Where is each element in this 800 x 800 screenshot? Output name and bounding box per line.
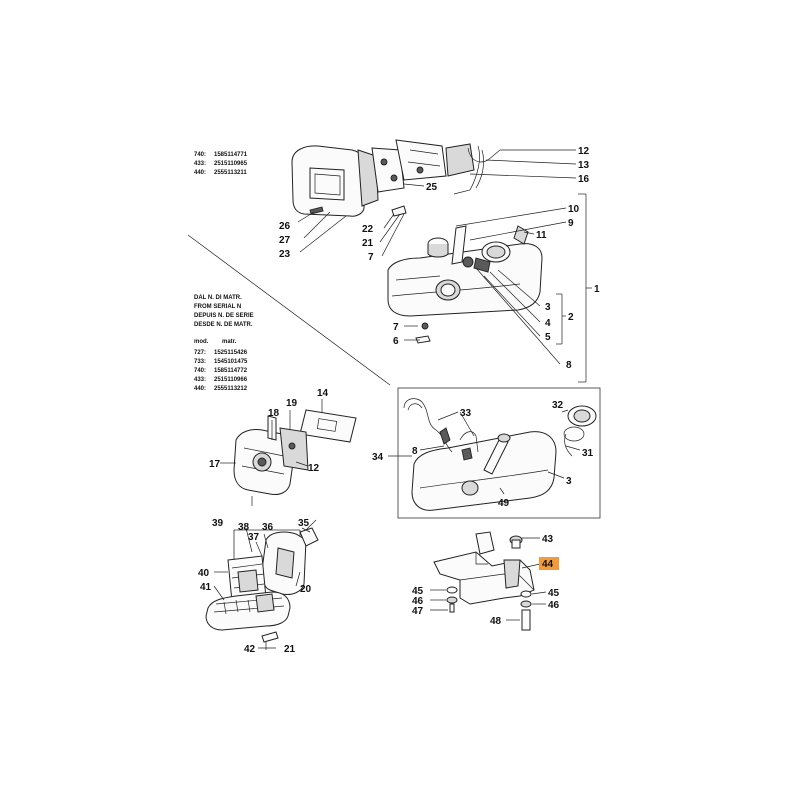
serial-row-mod-4: 440: [194, 386, 206, 392]
callout-7-mid: 7 [393, 322, 399, 333]
fuel-tank-top [387, 225, 543, 317]
callout-48: 48 [490, 616, 502, 627]
callouts: 12 13 16 25 10 9 11 26 27 23 22 21 7 1 3… [198, 146, 600, 655]
serial-row-mod-1: 733: [194, 359, 206, 365]
callout-21-bottom: 21 [284, 644, 296, 655]
serial-top-matr-2: 2555113211 [214, 170, 247, 176]
serial-heading-2: DEPUIS N. DE SERIE [194, 313, 254, 319]
callout-27: 27 [279, 235, 291, 246]
bracket-leaders [430, 537, 547, 621]
serial-block-note: DAL N. DI MATR. FROM SERIAL N DEPUIS N. … [194, 295, 254, 392]
carb-leaders [220, 399, 323, 467]
serial-col-mod: mod. [194, 339, 209, 345]
callout-8-detail: 8 [412, 446, 418, 457]
serial-top-matr-1: 2515110965 [214, 161, 248, 167]
callout-12-top: 12 [578, 146, 590, 157]
serial-row-matr-4: 2555113212 [214, 386, 248, 392]
serial-top-mod-0: 740: [194, 152, 206, 158]
serial-top-matr-0: 1585114771 [214, 152, 248, 158]
callout-41: 41 [200, 582, 212, 593]
callout-46-left: 46 [412, 596, 424, 607]
serial-heading-3: DESDE N. DE MATR. [194, 322, 253, 328]
air-filter-leaders [213, 527, 311, 649]
callout-12-carb: 12 [308, 463, 320, 474]
callout-45-left: 45 [412, 586, 424, 597]
serial-row-mod-3: 433: [194, 377, 206, 383]
callout-25: 25 [426, 182, 438, 193]
serial-top-mod-1: 433: [194, 161, 206, 167]
callout-3-top: 3 [545, 302, 551, 313]
callout-43: 43 [542, 534, 554, 545]
callout-37: 37 [248, 532, 260, 543]
serial-row-matr-2: 1585114772 [214, 368, 248, 374]
callout-22: 22 [362, 224, 374, 235]
callout-49: 49 [498, 498, 510, 509]
serial-heading-1: FROM SERIAL N [194, 304, 241, 310]
callout-38: 38 [238, 522, 250, 533]
top-assembly [291, 139, 543, 344]
callout-14: 14 [317, 388, 329, 399]
serial-row-matr-0: 1525115426 [214, 350, 248, 356]
callout-44: 44 [542, 559, 554, 570]
callout-11: 11 [536, 230, 547, 241]
callout-13: 13 [578, 160, 590, 171]
callout-16: 16 [578, 174, 590, 185]
callout-4: 4 [545, 318, 551, 329]
callout-5: 5 [545, 332, 551, 343]
callout-7-top: 7 [368, 252, 374, 263]
serial-row-matr-1: 1545101475 [214, 359, 248, 365]
highlight-44-bg [539, 557, 559, 570]
callout-9: 9 [568, 218, 574, 229]
callout-46-right: 46 [548, 600, 560, 611]
callout-40: 40 [198, 568, 210, 579]
fuel-tank-detail-frame [397, 387, 601, 519]
callout-31: 31 [582, 448, 594, 459]
callout-20: 20 [300, 584, 312, 595]
callout-39: 39 [212, 518, 224, 529]
callout-3-detail: 3 [566, 476, 572, 487]
top-leaders [297, 149, 592, 383]
fuel-tank-detail [403, 398, 597, 511]
tank-detail-leaders [388, 409, 581, 495]
callout-34: 34 [372, 452, 384, 463]
serial-row-mod-0: 727: [194, 350, 206, 356]
callout-19: 19 [286, 398, 298, 409]
air-filter-housing [291, 139, 475, 217]
serial-col-matr: matr. [222, 339, 237, 345]
serial-top-mod-2: 440: [194, 170, 206, 176]
serial-heading-0: DAL N. DI MATR. [194, 295, 242, 301]
serial-row-mod-2: 740: [194, 368, 206, 374]
callout-8-top: 8 [566, 360, 572, 371]
callout-35: 35 [298, 518, 310, 529]
serial-row-matr-3: 2515110966 [214, 377, 248, 383]
callout-26: 26 [279, 221, 291, 232]
carburetor-group [233, 409, 357, 506]
callout-45-right: 45 [548, 588, 560, 599]
section-divider [187, 234, 391, 386]
callout-32: 32 [552, 400, 564, 411]
callout-1: 1 [594, 284, 600, 295]
callout-33: 33 [460, 408, 472, 419]
air-filter-exploded [205, 519, 319, 650]
callout-36: 36 [262, 522, 274, 533]
callout-10: 10 [568, 204, 580, 215]
callout-21-top: 21 [362, 238, 374, 249]
tank-bracket [433, 531, 535, 631]
callout-18: 18 [268, 408, 280, 419]
callout-6: 6 [393, 336, 399, 347]
callout-2: 2 [568, 312, 574, 323]
serial-top-note: 740: 1585114771 433: 2515110965 440: 255… [194, 152, 248, 176]
callout-23: 23 [279, 249, 291, 260]
callout-17: 17 [209, 459, 221, 470]
callout-47: 47 [412, 606, 424, 617]
callout-42: 42 [244, 644, 256, 655]
